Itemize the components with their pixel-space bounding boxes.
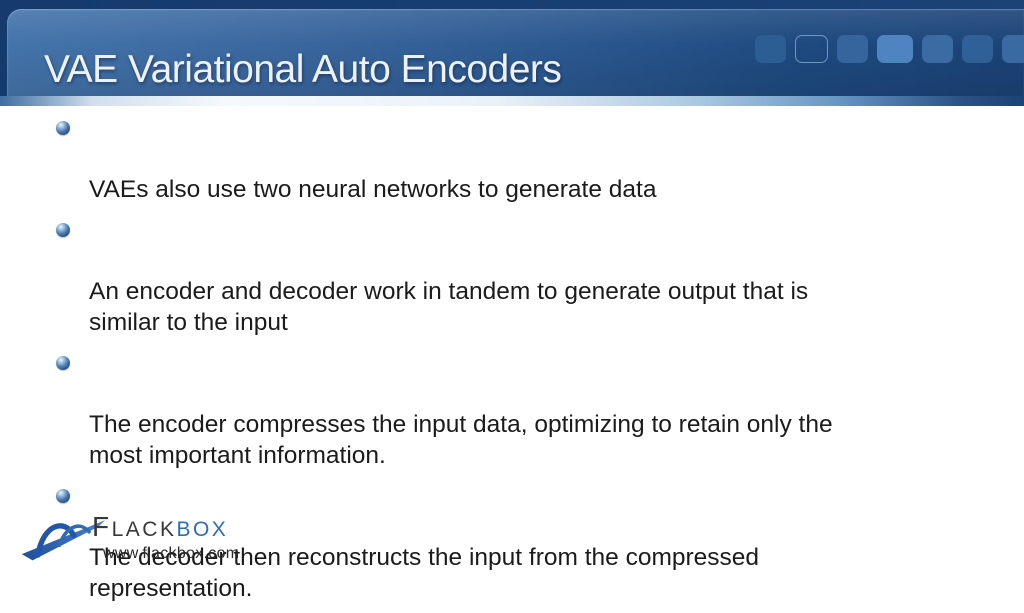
page-title: VAE Variational Auto Encoders (44, 48, 562, 92)
decorative-square (922, 35, 953, 63)
logo-text: FLACKBOX www.flackbox.com (92, 512, 240, 563)
bullet-icon (56, 223, 70, 237)
bullet-text: The encoder compresses the input data, o… (89, 411, 833, 469)
bullet-icon (56, 356, 70, 370)
logo-wordmark: FLACKBOX (92, 512, 239, 545)
decorative-square (962, 35, 993, 63)
header-shine-divider (0, 96, 1024, 106)
flackbox-logo: FLACKBOX www.flackbox.com (20, 506, 260, 566)
bullet-icon (56, 489, 70, 503)
bridge-icon (21, 520, 106, 561)
bullet-text: An encoder and decoder work in tandem to… (89, 278, 809, 336)
decorative-square (795, 35, 828, 63)
bullet-icon (56, 121, 70, 135)
title-bar: VAE Variational Auto Encoders (0, 0, 1024, 106)
decorative-square (755, 35, 786, 63)
list-item: VAEs also use two neural networks to gen… (56, 112, 946, 205)
decorative-square (877, 35, 913, 63)
decorative-square (837, 35, 868, 63)
bullet-text: VAEs also use two neural networks to gen… (89, 176, 657, 203)
logo-url: www.flackbox.com (103, 545, 240, 562)
logo-brand-flack: FLACK (92, 511, 177, 542)
decorative-squares (755, 35, 1024, 63)
decorative-square (1002, 35, 1024, 63)
list-item: The encoder compresses the input data, o… (56, 347, 946, 471)
logo-brand-box: BOX (176, 518, 229, 541)
list-item: An encoder and decoder work in tandem to… (56, 214, 946, 338)
